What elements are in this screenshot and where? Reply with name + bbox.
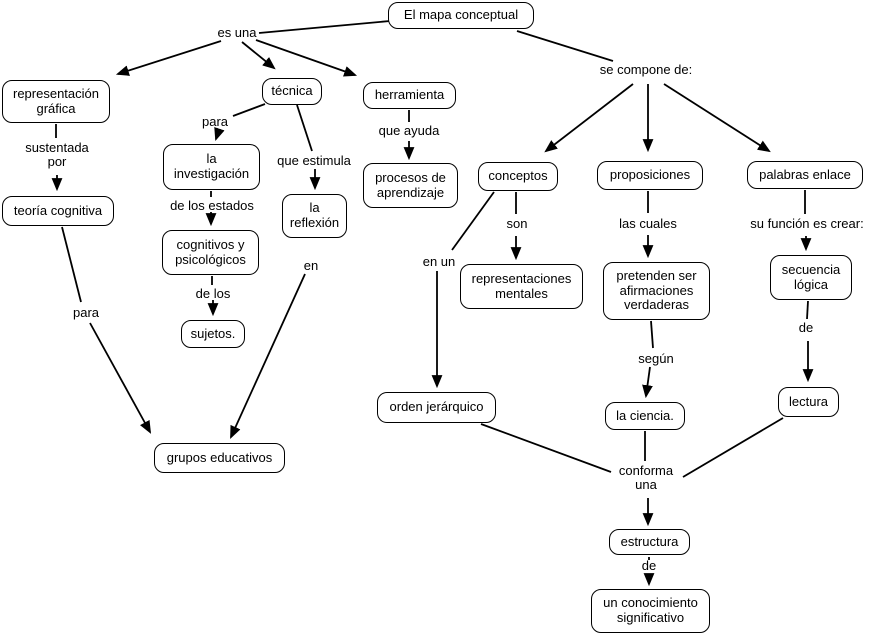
connector-arrow	[663, 83, 771, 153]
connector	[61, 226, 82, 303]
connector	[806, 300, 809, 320]
link-label-en[interactable]: en	[303, 258, 319, 273]
connector	[682, 417, 784, 478]
link-label-de-derecha[interactable]: de	[798, 320, 814, 335]
link-label-para-izquierda[interactable]: para	[72, 305, 100, 320]
connector	[258, 20, 391, 34]
connector-arrow	[115, 40, 222, 76]
connector	[480, 423, 612, 473]
link-label-para-medio[interactable]: para	[201, 114, 229, 129]
arrow-connectors	[51, 39, 814, 587]
node-procesos-aprendizaje[interactable]: procesos de aprendizaje	[363, 163, 458, 208]
connector-arrow	[89, 322, 152, 434]
connector-arrow	[642, 366, 653, 399]
link-label-es-una[interactable]: es una	[217, 25, 257, 40]
node-la-investigacion[interactable]: la investigación	[163, 144, 260, 190]
node-orden-jerarquico[interactable]: orden jerárquico	[377, 392, 496, 423]
node-proposiciones[interactable]: proposiciones	[597, 161, 703, 190]
link-label-de-abajo[interactable]: de	[641, 558, 657, 573]
link-label-son[interactable]: son	[506, 216, 528, 231]
node-representaciones-mentales[interactable]: representaciones mentales	[460, 264, 583, 309]
node-conocimiento-significativo[interactable]: un conocimiento significativo	[591, 589, 710, 633]
node-secuencia-logica[interactable]: secuencia lógica	[770, 255, 852, 300]
connector	[451, 191, 495, 251]
link-label-conforma-una[interactable]: conforma una	[618, 463, 674, 493]
node-palabras-enlace[interactable]: palabras enlace	[747, 161, 863, 189]
node-el-mapa-conceptual[interactable]: El mapa conceptual	[388, 2, 534, 29]
connector-arrow	[241, 41, 276, 70]
node-representacion-grafica[interactable]: representación gráfica	[2, 80, 110, 123]
node-lectura[interactable]: lectura	[778, 387, 839, 417]
connector-arrow	[255, 39, 358, 77]
node-cognitivos-psicologicos[interactable]: cognitivos y psicológicos	[162, 230, 259, 275]
connector	[232, 103, 266, 117]
connector	[296, 104, 313, 152]
node-la-reflexion[interactable]: la reflexión	[282, 194, 347, 238]
connector-arrow	[544, 83, 634, 153]
link-label-en-un[interactable]: en un	[422, 254, 456, 269]
connector-arrow	[230, 273, 306, 439]
link-label-sustentada-por[interactable]: sustentada por	[25, 140, 89, 170]
node-conceptos[interactable]: conceptos	[478, 162, 558, 191]
node-grupos-educativos[interactable]: grupos educativos	[154, 443, 285, 473]
link-label-de-los[interactable]: de los	[195, 286, 231, 301]
link-label-que-ayuda[interactable]: que ayuda	[378, 123, 440, 138]
link-label-su-funcion-es-crear[interactable]: su función es crear:	[750, 216, 864, 231]
node-estructura[interactable]: estructura	[609, 529, 690, 555]
link-label-segun[interactable]: según	[638, 351, 674, 366]
connector	[516, 30, 614, 62]
node-pretenden-afirmaciones[interactable]: pretenden ser afirmaciones verdaderas	[603, 262, 710, 320]
node-teoria-cognitiva[interactable]: teoría cognitiva	[2, 196, 114, 226]
connector-arrow	[214, 127, 225, 142]
link-label-las-cuales[interactable]: las cuales	[619, 216, 677, 231]
node-herramienta[interactable]: herramienta	[363, 82, 456, 109]
link-label-de-los-estados[interactable]: de los estados	[170, 198, 254, 213]
node-tecnica[interactable]: técnica	[262, 78, 322, 105]
node-la-ciencia[interactable]: la ciencia.	[605, 402, 685, 430]
link-label-se-compone-de[interactable]: se compone de:	[599, 62, 693, 77]
plain-connectors	[55, 20, 809, 560]
connector	[650, 320, 654, 349]
link-label-que-estimula[interactable]: que estimula	[277, 153, 351, 168]
node-sujetos[interactable]: sujetos.	[181, 320, 245, 348]
